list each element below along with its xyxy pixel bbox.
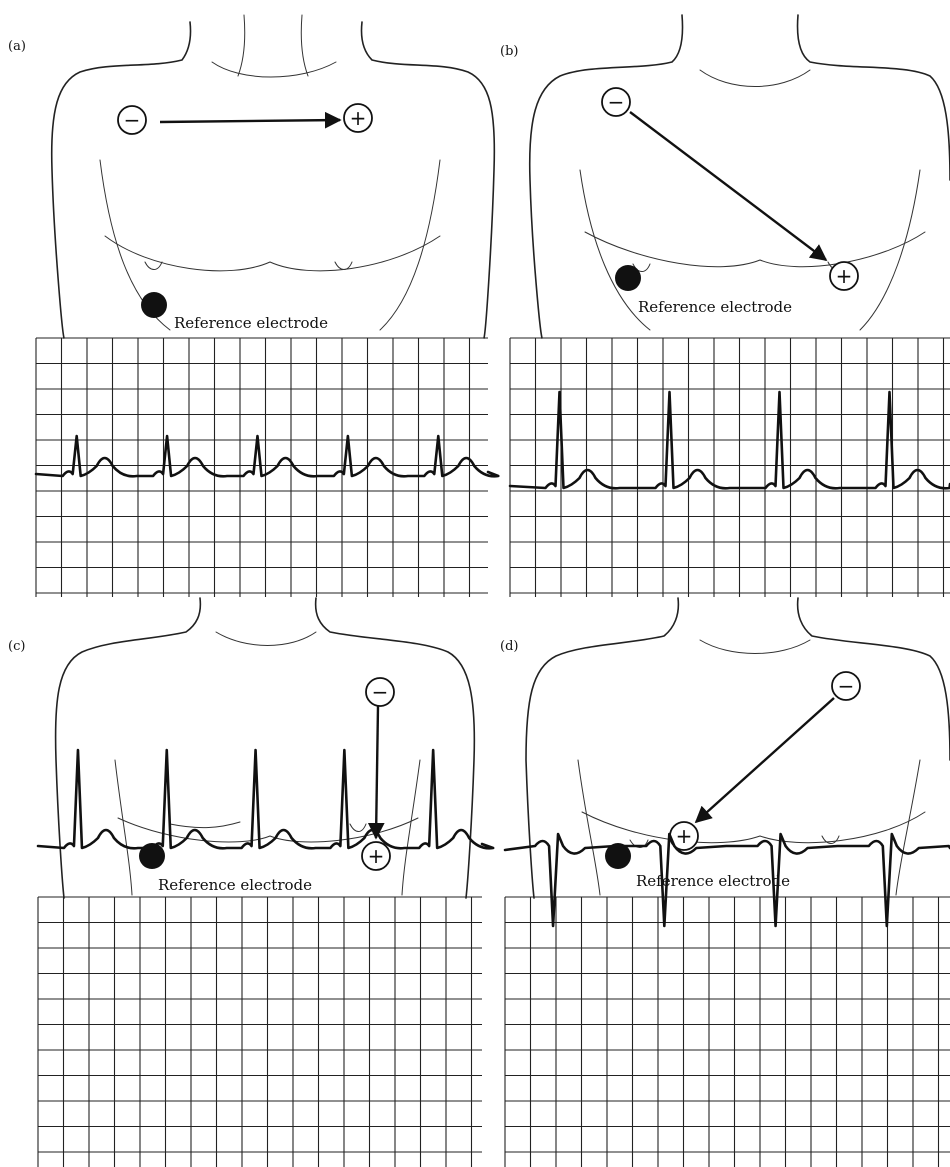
positive-electrode-c: + (362, 842, 390, 870)
torso-a-drawing (52, 15, 495, 338)
lead-vector-arrow-a (160, 120, 340, 122)
reference-label-b: Reference electrode (638, 298, 792, 316)
panel-d: (d) Reference electrode − + (500, 598, 950, 1167)
panel-a-label: (a) (8, 39, 26, 54)
lead-vector-arrow-b (630, 112, 826, 260)
ecg-trace-a (36, 436, 498, 476)
ecg-grid-c (38, 897, 482, 1167)
lead-vector-arrow-c (376, 706, 378, 838)
reference-electrode-a (141, 292, 167, 318)
panel-c: (c) Reference electrode − + (8, 598, 493, 1167)
torso-d-drawing (526, 598, 950, 898)
svg-text:+: + (836, 264, 853, 288)
reference-electrode-b (615, 265, 641, 291)
panel-a: (a) Reference electrode − + (8, 15, 498, 597)
negative-electrode-c: − (366, 678, 394, 706)
svg-text:−: − (124, 108, 141, 132)
panel-c-label: (c) (8, 639, 25, 654)
reference-label-a: Reference electrode (174, 314, 328, 332)
positive-electrode-a: + (344, 104, 372, 132)
torso-b-drawing (530, 15, 950, 338)
svg-text:−: − (838, 674, 855, 698)
reference-label-d: Reference electrode (636, 872, 790, 890)
torso-c-drawing (56, 598, 475, 898)
panel-b: (b) Reference electrode − + (500, 15, 950, 597)
negative-electrode-d: − (832, 672, 860, 700)
reference-label-c: Reference electrode (158, 876, 312, 894)
svg-text:+: + (368, 844, 385, 868)
ecg-grid-d (505, 897, 950, 1167)
ecg-trace-c (38, 750, 493, 848)
panel-b-label: (b) (500, 44, 518, 59)
ecg-grid-a (36, 338, 488, 597)
negative-electrode-b: − (602, 88, 630, 116)
positive-electrode-b: + (830, 262, 858, 290)
svg-text:+: + (350, 106, 367, 130)
svg-text:+: + (676, 824, 693, 848)
svg-text:−: − (372, 680, 389, 704)
lead-vector-arrow-d (696, 698, 834, 822)
ecg-grid-b (510, 338, 950, 597)
svg-text:−: − (608, 90, 625, 114)
negative-electrode-a: − (118, 106, 146, 134)
panel-d-label: (d) (500, 639, 518, 654)
